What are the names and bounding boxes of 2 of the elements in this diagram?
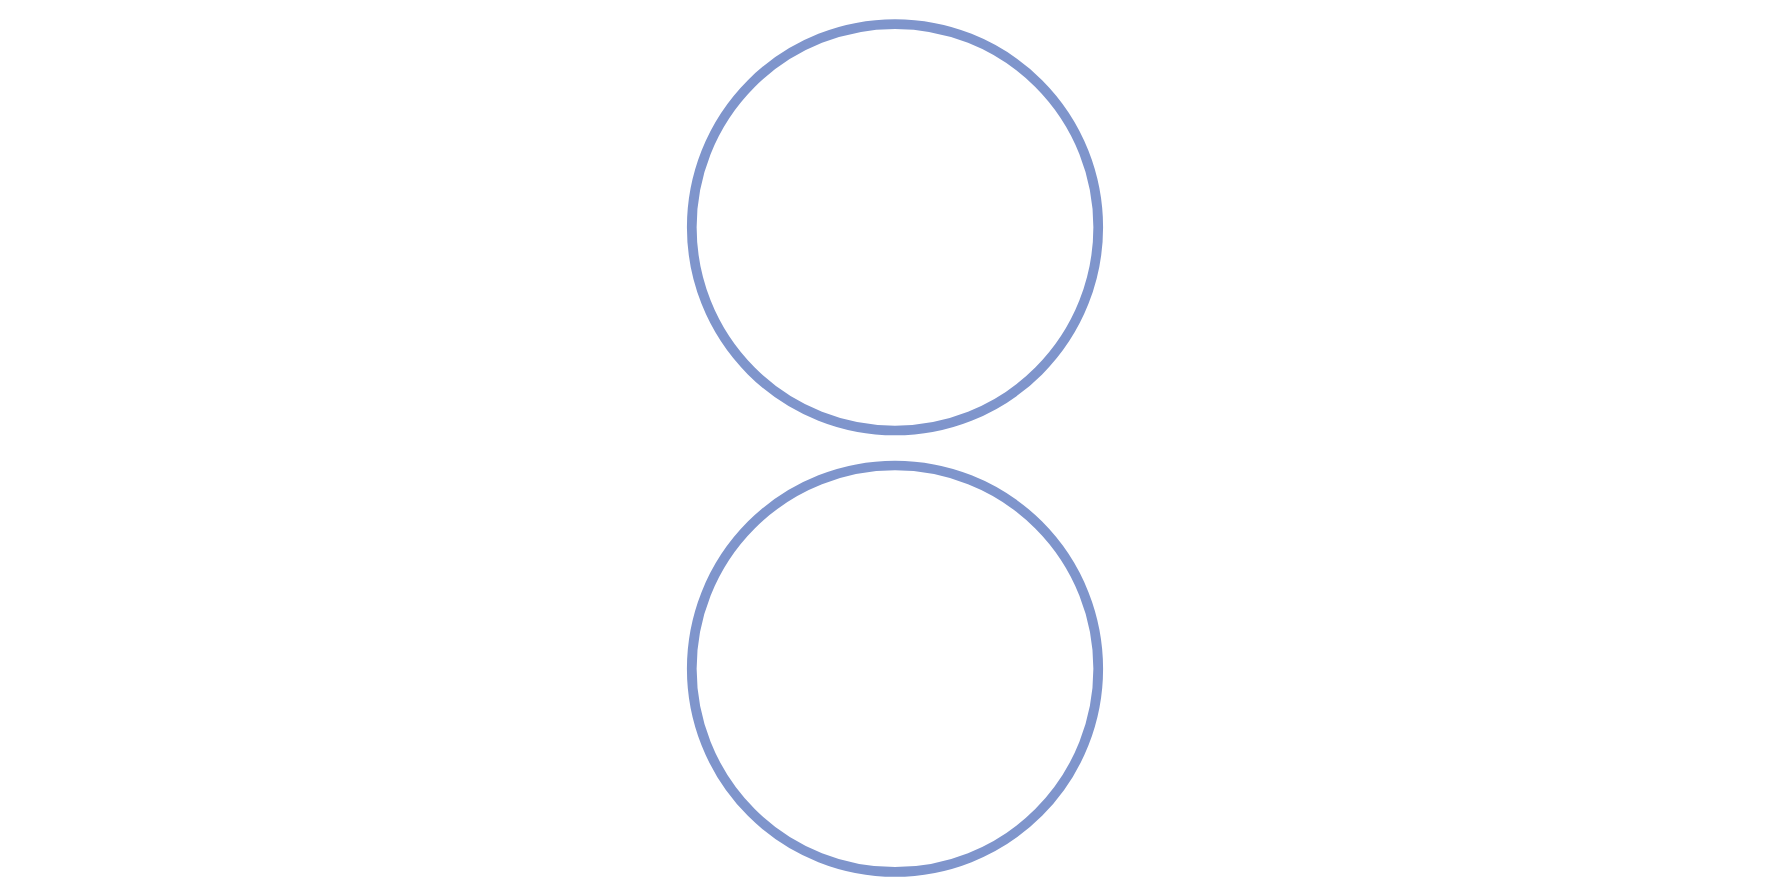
node-circle [685,19,1103,436]
node-circle [685,460,1103,877]
